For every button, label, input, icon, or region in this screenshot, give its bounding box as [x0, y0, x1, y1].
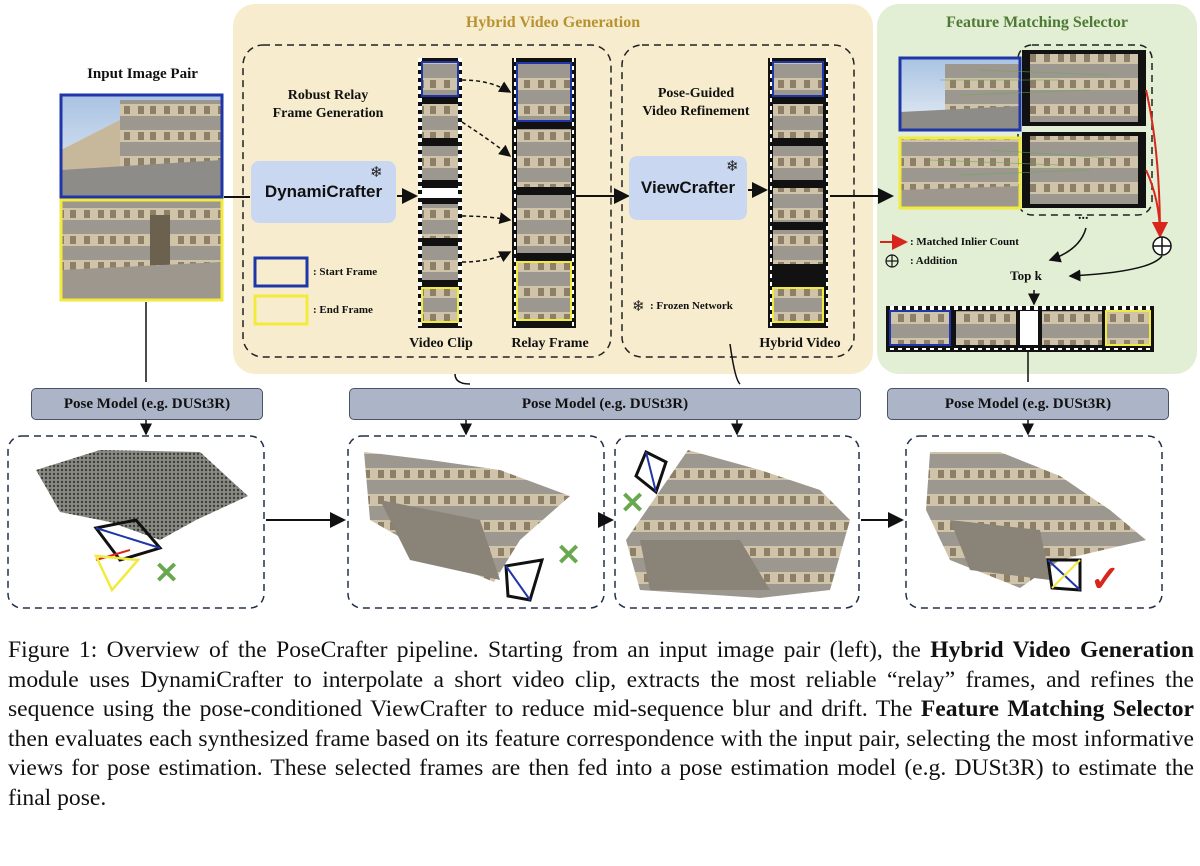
matched-inlier-label: : Matched Inlier Count — [910, 236, 1019, 248]
addition-label: : Addition — [910, 255, 958, 267]
relay-frame-label: Relay Frame — [511, 336, 589, 351]
legend-end-box — [253, 294, 309, 326]
dynamicrafter-label: DynamiCrafter — [264, 182, 383, 201]
relay-title-line1: Robust Relay — [287, 88, 369, 103]
input-pair-title: Input Image Pair — [87, 66, 198, 82]
input-end-image — [59, 198, 224, 302]
figure-caption: Figure 1: Overview of the PoseCrafter pi… — [8, 636, 1194, 813]
pose-model-bar-right: Pose Model (e.g. DUSt3R) — [887, 388, 1169, 420]
fail-cross-3: ✕ — [620, 487, 646, 520]
point-cloud-1 — [36, 450, 248, 593]
selector-ellipsis: ... — [1078, 208, 1089, 223]
input-start-image — [59, 93, 224, 199]
hybrid-video-label: Hybrid Video — [759, 336, 841, 351]
caption-part-2: module uses DynamiCrafter to interpolate… — [8, 666, 1194, 723]
caption-bold-1: Hybrid Video Generation — [930, 637, 1194, 663]
frozen-icon: ❄ — [726, 159, 739, 175]
frozen-legend-icon: ❄ — [632, 299, 645, 315]
pose-model-middle-label: Pose Model (e.g. DUSt3R) — [521, 395, 689, 412]
topk-film-strip — [886, 306, 1154, 352]
dynamicrafter-box: DynamiCrafter — [251, 161, 396, 223]
caption-part-1: Figure 1: Overview of the PoseCrafter pi… — [8, 637, 931, 663]
hybrid-video-strip — [768, 58, 828, 328]
point-cloud-4 — [926, 452, 1146, 592]
viewcrafter-label: ViewCrafter — [640, 178, 736, 197]
pose-model-bar-middle: Pose Model (e.g. DUSt3R) — [349, 388, 861, 420]
legend-start-label: : Start Frame — [313, 266, 378, 278]
caption-bold-2: Feature Matching Selector — [920, 696, 1195, 722]
selector-input-end — [898, 136, 1022, 210]
viewcrafter-box: ViewCrafter — [629, 156, 747, 220]
legend-end-label: : End Frame — [313, 304, 373, 316]
feature-match-lines — [929, 69, 1111, 176]
pipeline-figure: Input Image Pair Hybrid Video Generation… — [7, 4, 1197, 609]
legend-start-box — [253, 256, 309, 288]
refine-title-line1: Pose-Guided — [657, 86, 735, 101]
selector-candidates — [1017, 44, 1153, 216]
pose-model-left-label: Pose Model (e.g. DUSt3R) — [63, 395, 231, 412]
clip-ellipsis: ... — [427, 182, 437, 197]
video-clip-strip — [418, 58, 462, 328]
refine-title-line2: Video Refinement — [642, 104, 750, 119]
caption-part-3: then evaluates each synthesized frame ba… — [8, 725, 1194, 811]
pose-model-bar-left: Pose Model (e.g. DUSt3R) — [31, 388, 263, 420]
frozen-legend-label: : Frozen Network — [650, 300, 733, 312]
point-cloud-2 — [364, 452, 570, 602]
relay-selection-arrows — [461, 79, 512, 263]
selector-input-start — [898, 56, 1022, 132]
relay-frame-strip — [512, 58, 576, 328]
pose-model-right-label: Pose Model (e.g. DUSt3R) — [944, 395, 1112, 412]
success-check: ✓ — [1090, 559, 1121, 599]
fail-cross-2: ✕ — [556, 539, 582, 572]
video-clip-label: Video Clip — [409, 336, 473, 351]
refine-subpanel — [621, 44, 855, 358]
relay-title-line2: Frame Generation — [272, 106, 384, 121]
pipeline-diagram — [7, 4, 1197, 609]
frozen-icon: ❄ — [370, 165, 383, 181]
fail-cross-1: ✕ — [154, 557, 180, 590]
selector-title: Feature Matching Selector — [946, 14, 1128, 31]
hybrid-title: Hybrid Video Generation — [465, 14, 641, 31]
topk-label: Top k — [1010, 268, 1042, 283]
relay-subpanel — [242, 44, 612, 358]
point-cloud-3 — [626, 449, 850, 598]
